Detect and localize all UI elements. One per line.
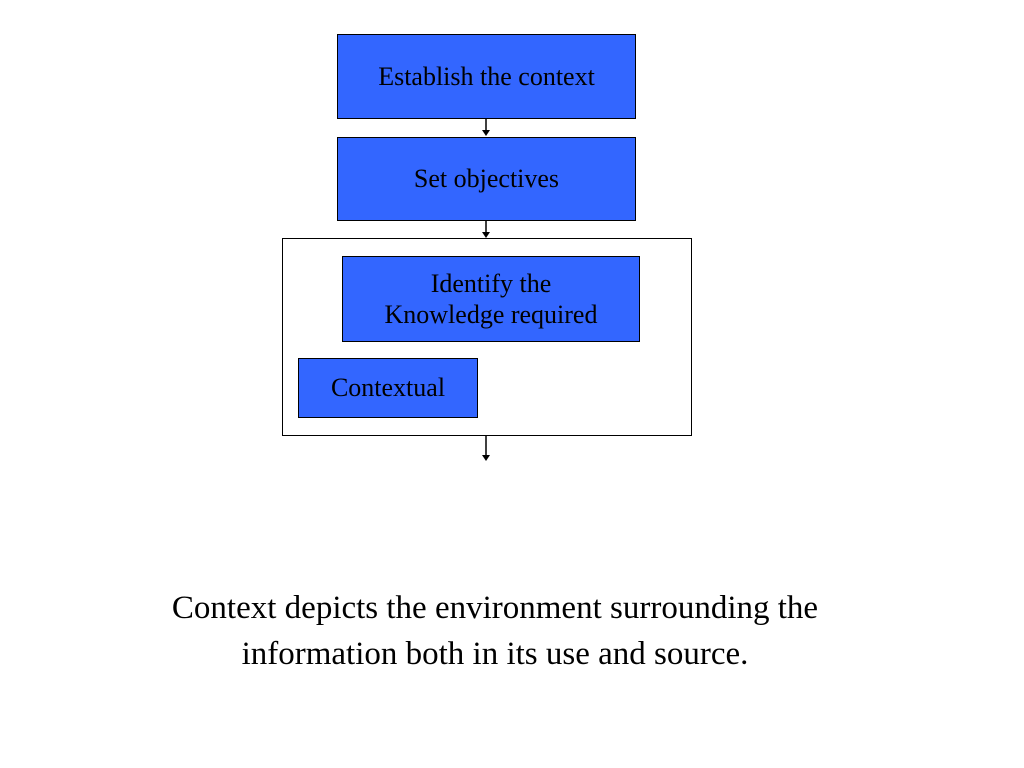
- sub-step-contextual-label: Contextual: [330, 373, 446, 403]
- step-identify-knowledge-label-line-2: Knowledge required: [384, 300, 598, 329]
- arrow-down-icon: [482, 119, 490, 136]
- caption-text: Context depicts the environment surround…: [40, 585, 950, 677]
- sub-step-contextual-box: Contextual: [298, 358, 478, 418]
- knowledge-group-container: [282, 238, 692, 436]
- caption-line-1: Context depicts the environment surround…: [171, 590, 819, 626]
- arrow-down-icon: [482, 221, 490, 238]
- step-establish-context-box: Establish the context: [337, 34, 636, 119]
- step-set-objectives-label: Set objectives: [413, 164, 560, 194]
- step-establish-context-label: Establish the context: [378, 61, 595, 91]
- step-identify-knowledge-label-line-1: Identify the: [430, 268, 552, 298]
- step-identify-knowledge-box: Identify the Knowledge required: [342, 256, 640, 342]
- arrow-down-icon: [482, 436, 490, 461]
- step-set-objectives-box: Set objectives: [337, 137, 636, 221]
- caption-line-2: information both in its use and source.: [241, 636, 749, 673]
